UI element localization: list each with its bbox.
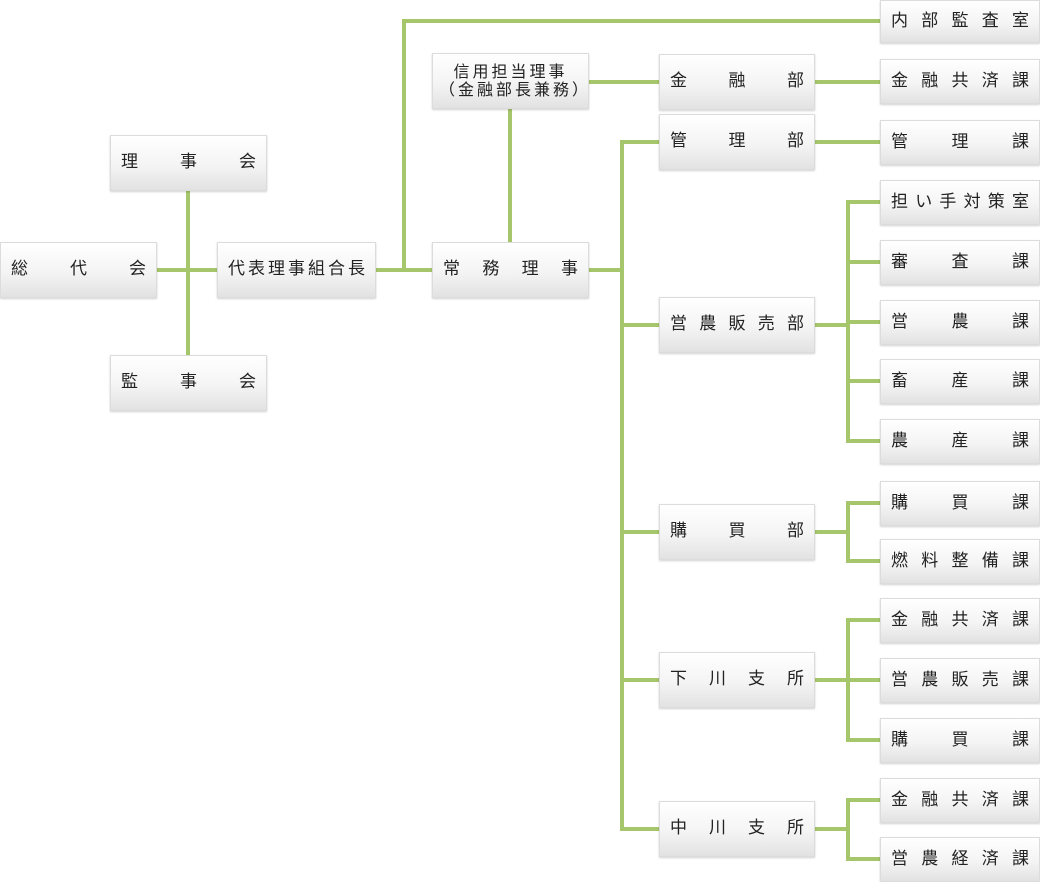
box-nenryo: 燃料整備課 [880, 539, 1040, 584]
label-einoka: 営農課 [891, 311, 1029, 332]
box-sokai: 総代会 [0, 242, 157, 298]
label-eino-hanbaibu: 営農販売部 [670, 314, 804, 335]
box-kanjikai: 監事会 [110, 355, 267, 411]
label-jomu: 常務理事 [443, 259, 578, 280]
box-shimo-kobai: 購買課 [880, 718, 1040, 763]
box-kanribu: 管理部 [659, 114, 815, 170]
label-daihyo: 代表理事組合長 [228, 259, 365, 280]
box-shimo-kinyu: 金融共済課 [880, 598, 1040, 643]
label-shimo-kinyu: 金融共済課 [891, 609, 1029, 630]
box-kobaika: 購買課 [880, 481, 1040, 526]
box-kinyubu: 金融部 [659, 54, 815, 110]
label-kanribu: 管理部 [670, 131, 804, 152]
label-nosan: 農産課 [891, 430, 1029, 451]
box-nosan: 農産課 [880, 419, 1040, 464]
box-eino-hanbaibu: 営農販売部 [659, 297, 815, 353]
box-kanrika: 管理課 [880, 120, 1040, 165]
box-rijikai: 理事会 [110, 135, 267, 191]
label-chikusan: 畜産課 [891, 370, 1029, 391]
box-shimo-eino: 営農販売課 [880, 658, 1040, 703]
label-nenryo: 燃料整備課 [891, 550, 1029, 571]
label-shimo-eino: 営農販売課 [891, 669, 1029, 690]
box-naibu: 内部監査室 [880, 0, 1040, 43]
label-kinyu-kyosai: 金融共済課 [891, 70, 1029, 91]
box-daihyo: 代表理事組合長 [217, 242, 376, 298]
box-shinyo: 信用担当理事 （金融部長兼務） [432, 53, 589, 109]
label-kanjikai: 監事会 [121, 372, 256, 393]
box-kobaibu: 購買部 [659, 504, 815, 560]
label-kinyubu: 金融部 [670, 71, 804, 92]
box-einoka: 営農課 [880, 300, 1040, 345]
label-rijikai: 理事会 [121, 152, 256, 173]
label-shinyo-line1: 信用担当理事 [453, 61, 568, 81]
box-nakagawa: 中川支所 [659, 801, 815, 857]
label-naibu: 内部監査室 [891, 10, 1029, 31]
label-kobaibu: 購買部 [670, 521, 804, 542]
label-sokai: 総代会 [11, 259, 146, 280]
box-chikusan: 畜産課 [880, 359, 1040, 404]
box-shimokawa: 下川支所 [659, 652, 815, 708]
label-kanrika: 管理課 [891, 131, 1029, 152]
box-jomu: 常務理事 [432, 242, 589, 298]
label-shinsa: 審査課 [891, 251, 1029, 272]
connector-naibu [402, 19, 882, 272]
label-naka-kinyu: 金融共済課 [891, 789, 1029, 810]
label-naka-eino: 営農経済課 [891, 848, 1029, 869]
label-shimokawa: 下川支所 [670, 669, 804, 690]
box-shinsa: 審査課 [880, 240, 1040, 285]
box-naka-eino: 営農経済課 [880, 837, 1040, 882]
label-shinyo-line2: （金融部長兼務） [439, 80, 592, 99]
box-ninaite: 担い手対策室 [880, 180, 1040, 225]
label-kobaika: 購買課 [891, 492, 1029, 513]
box-naka-kinyu: 金融共済課 [880, 778, 1040, 823]
box-kinyu-kyosai: 金融共済課 [880, 59, 1040, 104]
label-ninaite: 担い手対策室 [891, 191, 1029, 212]
label-shimo-kobai: 購買課 [891, 729, 1029, 750]
label-nakagawa: 中川支所 [670, 818, 804, 839]
